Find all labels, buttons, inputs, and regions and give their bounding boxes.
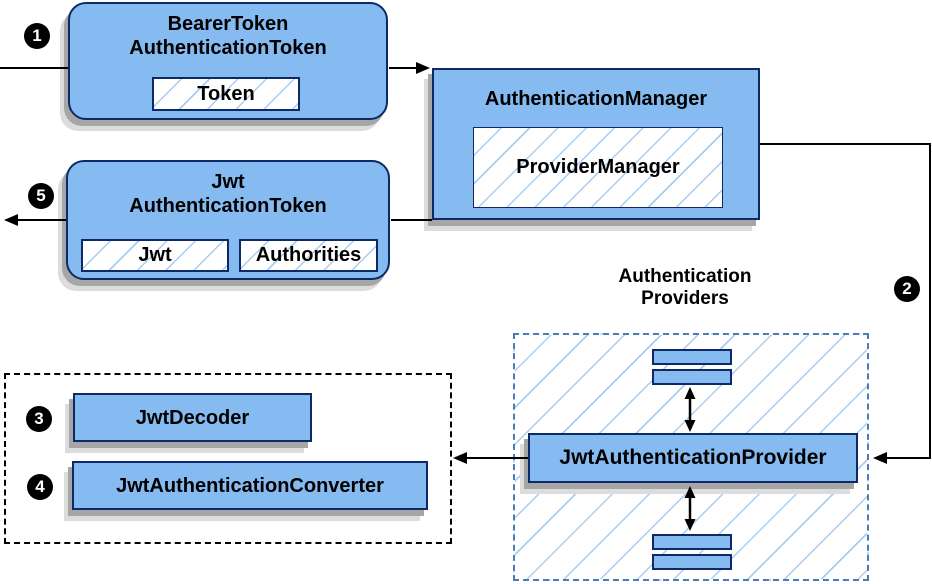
step-badge-5: 5 <box>28 183 54 209</box>
authentication-manager-title: AuthenticationManager <box>484 88 708 110</box>
jwt-token-title-line2: AuthenticationToken <box>129 195 327 217</box>
authentication-providers-label-line2: Providers <box>641 288 729 309</box>
step-badge-3: 3 <box>26 406 52 432</box>
node-jwt-authentication-provider: JwtAuthenticationProvider <box>528 433 858 483</box>
node-jwt-authentication-token: Jwt AuthenticationToken Jwt Authorities <box>66 160 390 280</box>
authentication-providers-label: Authentication Providers <box>565 266 805 310</box>
node-jwt-decoder: JwtDecoder <box>73 393 312 442</box>
provider-manager-inner-box: ProviderManager <box>473 127 723 208</box>
node-authentication-manager: AuthenticationManager ProviderManager <box>432 68 760 220</box>
step-badge-4: 4 <box>27 474 53 500</box>
step-badge-2: 2 <box>894 276 920 302</box>
jwt-token-title-line1: Jwt <box>211 171 245 193</box>
step-badge-1: 1 <box>24 23 50 49</box>
provider-stack-rect-bottom-2 <box>652 554 732 570</box>
arrowhead-bearer-to-manager <box>416 62 430 74</box>
node-jwt-authentication-converter: JwtAuthenticationConverter <box>72 461 428 510</box>
provider-stack-rect-top-2 <box>652 369 732 385</box>
authentication-providers-label-line1: Authentication <box>618 266 752 287</box>
token-inner-box: Token <box>152 77 300 111</box>
jwt-inner-box: Jwt <box>81 239 229 272</box>
arrowhead-provider-to-helpers <box>453 452 467 464</box>
node-bearer-token-authentication-token: BearerToken AuthenticationToken Token <box>68 2 388 120</box>
arrowhead-jwt-token-out <box>4 214 18 226</box>
provider-stack-rect-top-1 <box>652 349 732 365</box>
arrowhead-manager-to-provider <box>873 452 887 464</box>
authorities-inner-box: Authorities <box>239 239 378 272</box>
bearer-token-title-line2: AuthenticationToken <box>129 37 327 59</box>
provider-stack-rect-bottom-1 <box>652 534 732 550</box>
bearer-token-title-line1: BearerToken <box>167 13 289 35</box>
